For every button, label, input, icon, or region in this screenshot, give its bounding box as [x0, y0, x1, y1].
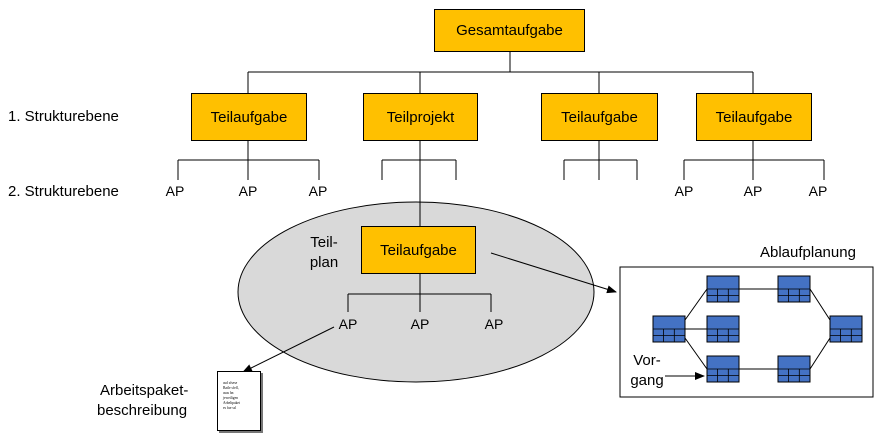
- root-task-box: Gesamtaufgabe: [434, 9, 585, 52]
- root-connectors: [247, 52, 754, 93]
- activity-node: [706, 355, 740, 383]
- work-package-label: AP: [238, 183, 258, 199]
- activity-node: [829, 315, 863, 343]
- doc-text-line: Batle sfefl,: [223, 386, 239, 390]
- arrow-to-description: [242, 326, 335, 373]
- scheduling-title: Ablaufplanung: [760, 244, 856, 261]
- activity-node: [777, 275, 811, 303]
- activity-node: [706, 275, 740, 303]
- level2-connectors: [177, 141, 825, 312]
- doc-text-line: es fue ssl: [223, 406, 237, 410]
- activity-label-line2: gang: [630, 372, 664, 389]
- network-edges: [684, 288, 831, 370]
- level1-node-subtask-1: Teilaufgabe: [191, 93, 307, 141]
- activity-node: [652, 315, 686, 343]
- description-label-line2: beschreibung: [97, 402, 188, 419]
- subplan-label-line1: Teil-: [310, 234, 338, 251]
- level1-node-subtask-4: Teilaufgabe: [696, 93, 812, 141]
- doc-text-line: asd sfsese: [223, 381, 238, 385]
- work-package-label: AP: [165, 183, 185, 199]
- level1-node-subtask-3: Teilaufgabe: [541, 93, 658, 141]
- work-package-label: AP: [410, 316, 430, 332]
- level2-label: 2. Strukturebene: [8, 183, 119, 200]
- description-label-line1: Arbeitspaket-: [100, 382, 189, 399]
- work-package-label: AP: [674, 183, 694, 199]
- level1-node-subproject: Teilprojekt: [363, 93, 478, 141]
- subplan-ellipse: [237, 201, 595, 383]
- document-icon: asd sfsese Batle sfefl, asas hn jeweilig…: [217, 371, 261, 431]
- doc-text-line: jeweiligen: [223, 396, 238, 400]
- work-package-label: AP: [808, 183, 828, 199]
- subplan-label-line2: plan: [309, 254, 339, 271]
- doc-text-line: Arbeltpaket: [223, 401, 240, 405]
- work-package-label: AP: [484, 316, 504, 332]
- subplan-node-subtask: Teilaufgabe: [361, 226, 476, 274]
- work-package-label: AP: [308, 183, 328, 199]
- level1-label: 1. Strukturebene: [8, 108, 119, 125]
- arrow-to-scheduling: [490, 252, 617, 294]
- work-package-label: AP: [743, 183, 763, 199]
- activity-label-line1: Vor-: [633, 352, 661, 369]
- activity-node: [706, 315, 740, 343]
- work-package-label: AP: [338, 316, 358, 332]
- activity-node: [777, 355, 811, 383]
- doc-text-line: asas hn: [223, 391, 234, 395]
